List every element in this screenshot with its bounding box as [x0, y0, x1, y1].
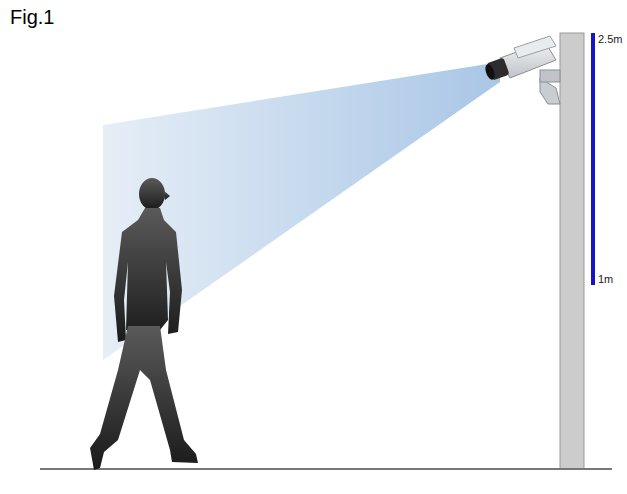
dimension-label: 1m — [598, 273, 613, 285]
person-silhouette — [90, 178, 198, 470]
ground-line — [40, 468, 612, 470]
figure-title: Fig.1 — [10, 6, 54, 29]
camera — [484, 36, 560, 104]
height-scale-bar — [591, 33, 595, 285]
field-of-view — [103, 62, 500, 360]
dimension-label: 2.5m — [598, 33, 622, 45]
wall — [560, 33, 584, 469]
